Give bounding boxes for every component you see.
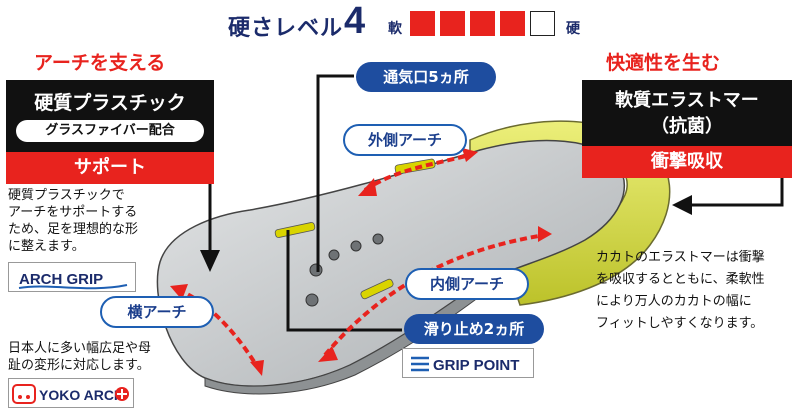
label-inner-arch: 内側アーチ [405,268,529,300]
right-description: カカトのエラストマーは衝撃 を吸収するとともに、柔軟性 により万人のカカトの幅に… [596,250,765,331]
left-description: 硬質プラスチックで アーチをサポートする ため、足を理想的な形 に整えます。 [8,188,139,254]
hardness-soft-label: 軟 [388,21,402,37]
label-transverse-arch: 横アーチ [100,296,214,328]
hardness-hard-label: 硬 [566,21,580,37]
hardness-box-filled [410,11,435,36]
hardness-box-filled [470,11,495,36]
grip-point-logo: GRIP POINT [402,348,534,378]
callout-lines [208,74,784,332]
label-outer-arch: 外側アーチ [343,124,467,156]
right-material-line1: 軟質エラストマー [615,90,759,111]
hardness-box-filled [440,11,465,36]
right-role: 衝撃吸収 [582,146,792,178]
arch-grip-logo: ARCH GRIP [8,262,136,292]
bottom-left-description: 日本人に多い幅広足や母 趾の変形に対応します。 [8,341,152,373]
vent-hole [309,263,323,277]
vent-hole [350,240,362,252]
left-material-box: 硬質プラスチック グラスファイバー配合 [6,80,214,152]
label-vents: 通気口5ヵ所 [356,62,496,92]
label-grip: 滑り止め2ヵ所 [404,314,544,344]
hardness-box-empty [530,11,555,36]
right-material-line2: （抗菌） [651,116,723,137]
vent-hole [372,233,384,245]
right-heading: 快適性を生む [606,52,721,74]
vent-hole [328,249,340,261]
left-role: サポート [6,152,214,184]
yoko-arch-logo-text: YOKO ARCH [39,387,124,403]
left-material-sub: グラスファイバー配合 [16,120,204,142]
hardness-box-filled [500,11,525,36]
grip-pads [274,222,394,300]
hardness-level: 4 [344,0,366,42]
left-material: 硬質プラスチック [34,92,186,114]
yoko-arch-logo: YOKO ARCH [8,378,134,408]
arch-grip-logo-text: ARCH GRIP [19,271,103,288]
left-heading: アーチを支える [34,52,166,74]
grip-point-logo-text: GRIP POINT [433,357,519,374]
vent-hole [305,293,319,307]
hardness-label: 硬さレベル [228,16,344,41]
vent-holes [305,233,384,307]
right-material-box: 軟質エラストマー （抗菌） [582,80,792,146]
hardness-scale [410,11,555,36]
